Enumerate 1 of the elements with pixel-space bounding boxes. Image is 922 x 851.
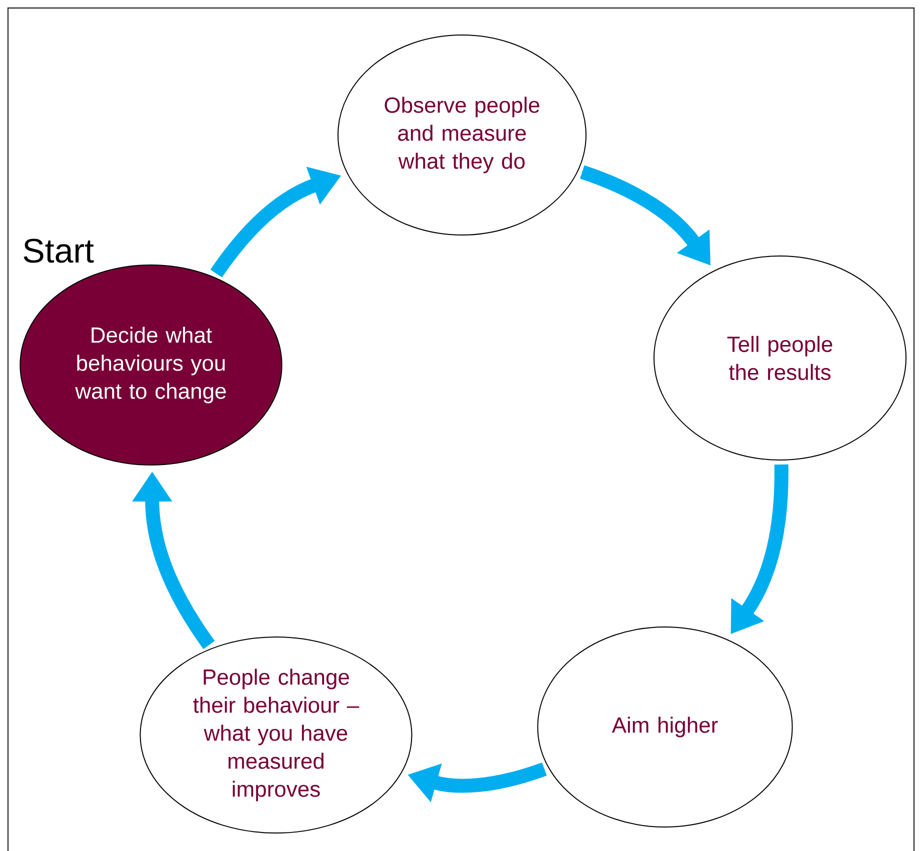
start-label: Start [24, 238, 94, 263]
